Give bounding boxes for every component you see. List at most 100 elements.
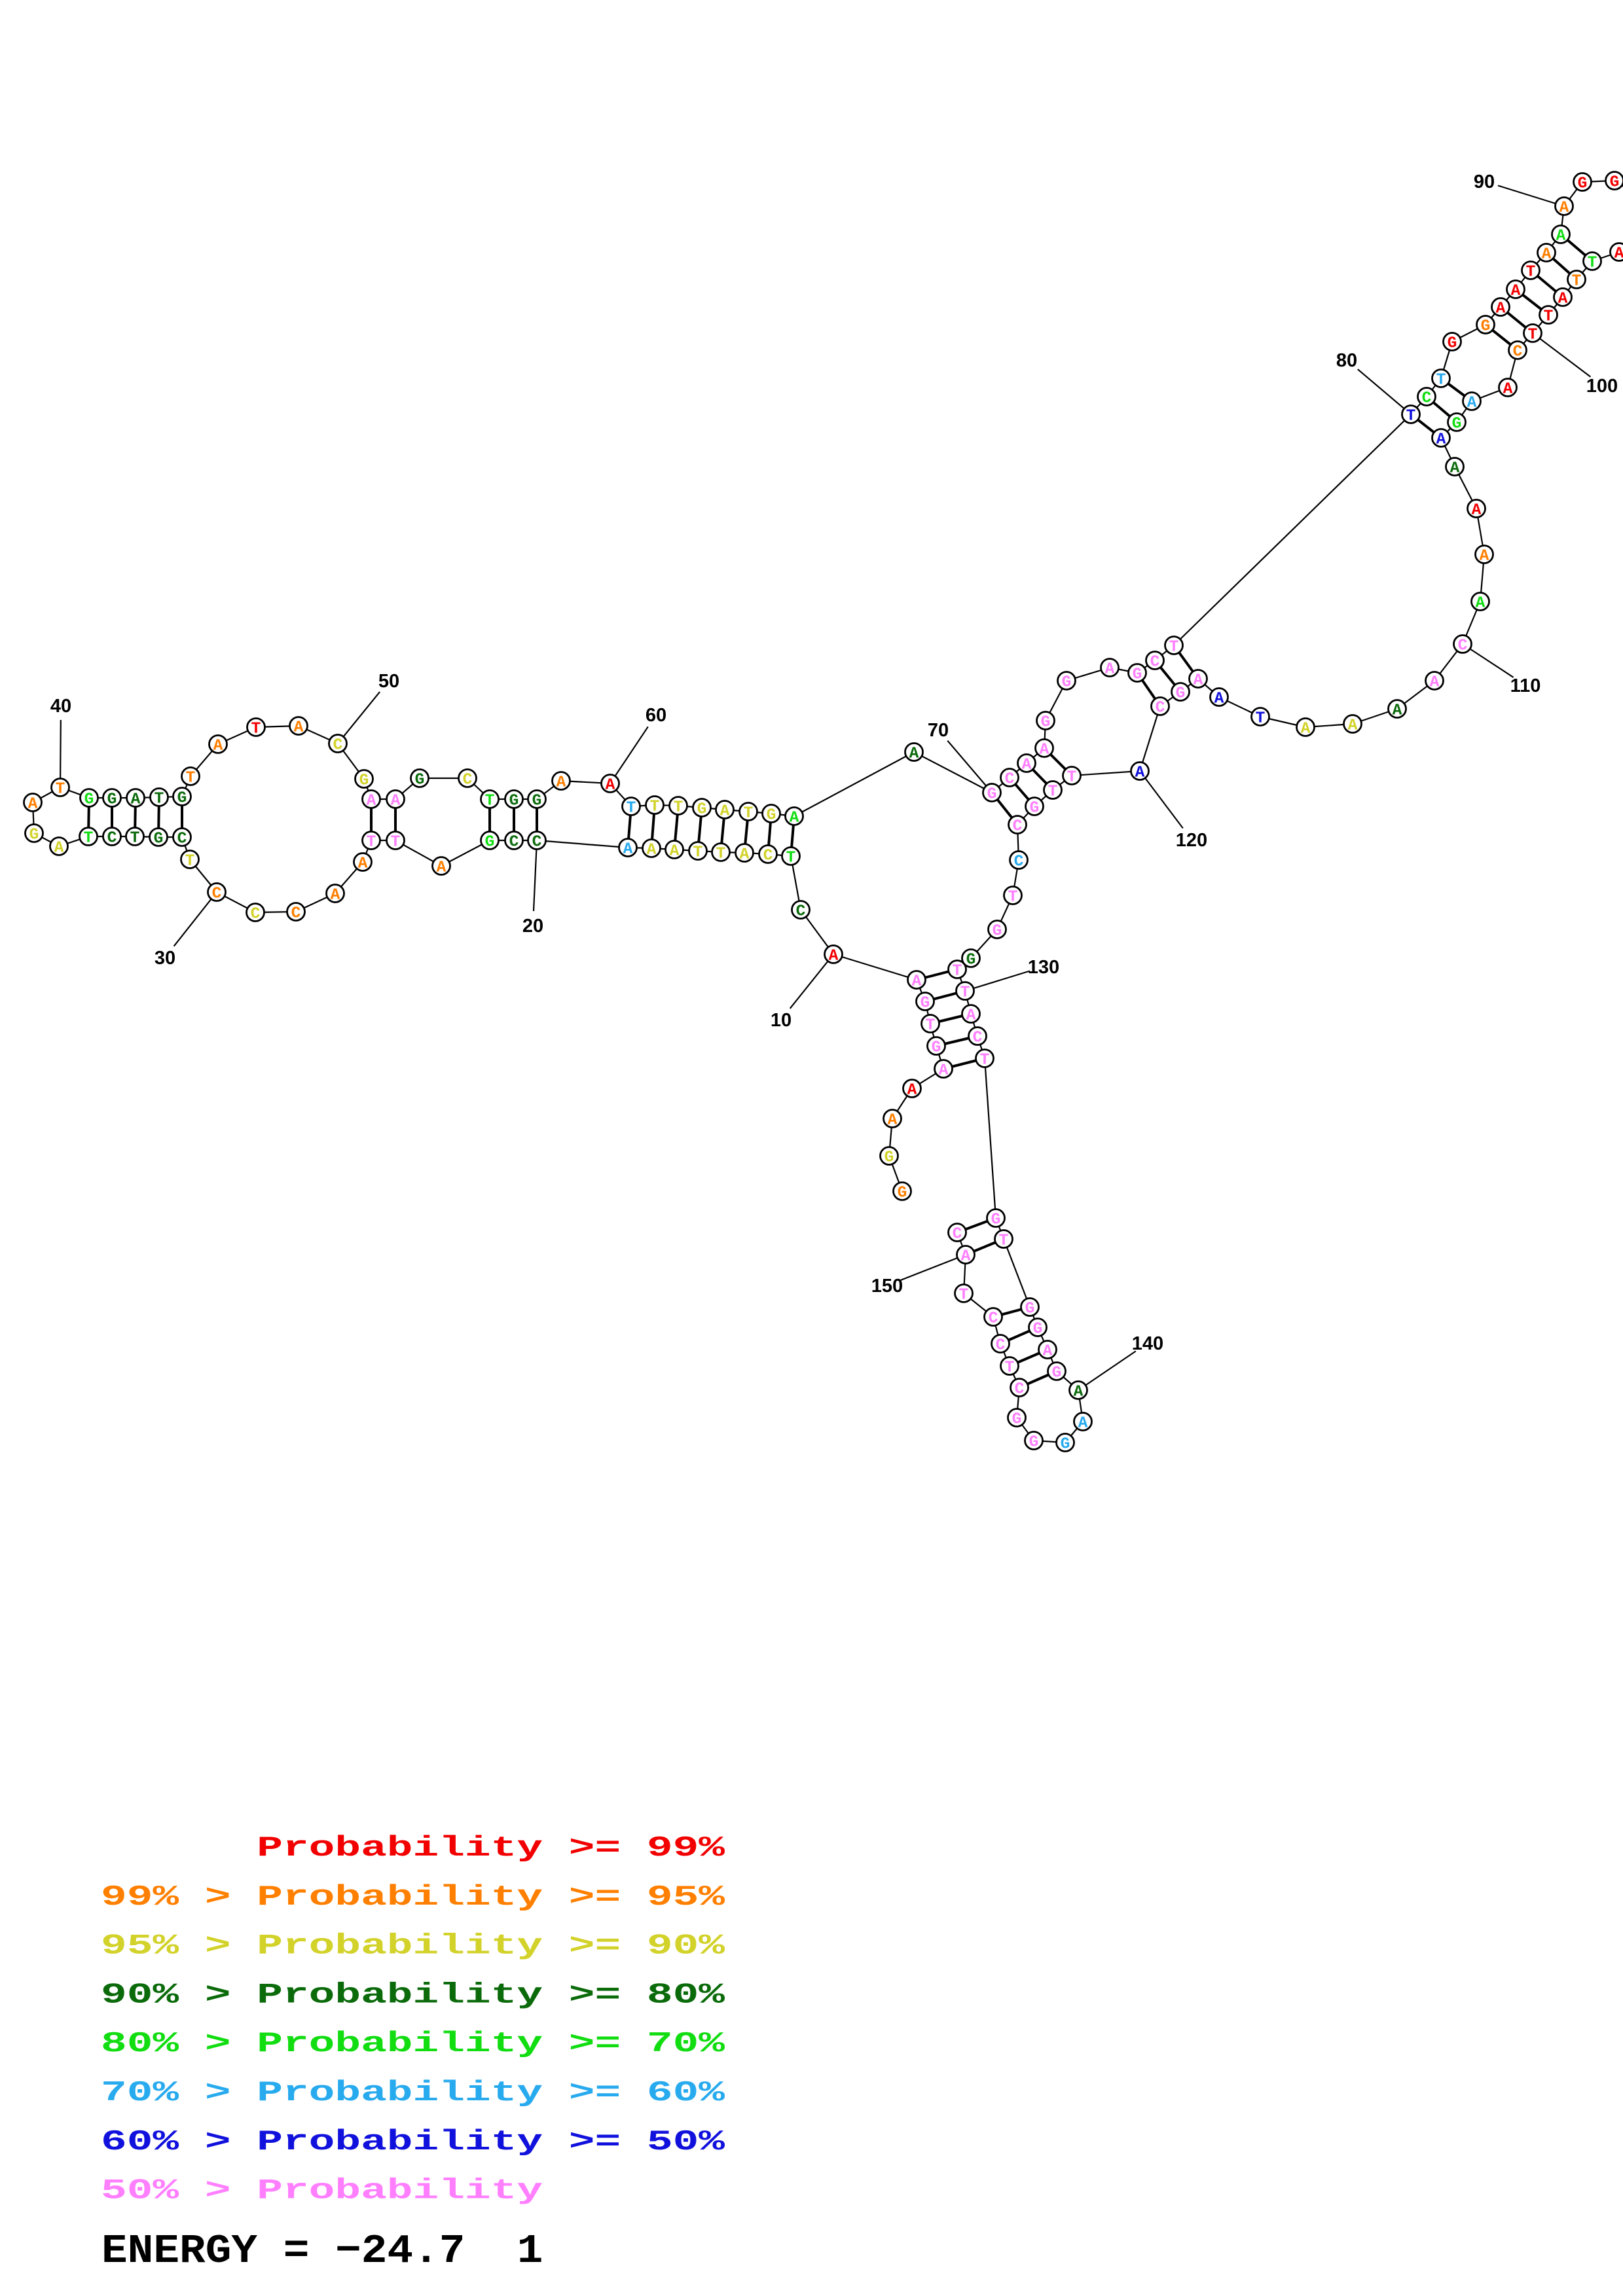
svg-text:A: A — [1450, 460, 1460, 478]
svg-text:T: T — [693, 844, 703, 862]
svg-text:A: A — [1436, 431, 1446, 449]
svg-text:T: T — [1005, 1359, 1015, 1377]
svg-text:G: G — [898, 1185, 907, 1202]
svg-text:G: G — [1041, 714, 1051, 732]
svg-text:C: C — [212, 886, 222, 903]
svg-text:A: A — [1043, 1343, 1053, 1361]
svg-text:G: G — [359, 772, 369, 790]
svg-text:T: T — [1406, 408, 1416, 425]
svg-text:A: A — [1476, 595, 1486, 613]
svg-text:A: A — [1614, 245, 1623, 263]
svg-text:G: G — [993, 923, 1002, 941]
svg-text:A: A — [1348, 717, 1358, 735]
svg-text:G: G — [1052, 1365, 1062, 1382]
svg-text:A: A — [1558, 291, 1568, 308]
svg-text:G: G — [1012, 1411, 1022, 1429]
svg-text:C: C — [532, 834, 542, 852]
svg-text:A: A — [790, 810, 799, 827]
svg-text:T: T — [185, 853, 195, 870]
svg-text:80: 80 — [1336, 350, 1357, 371]
svg-text:G: G — [1025, 1300, 1035, 1318]
svg-text:40: 40 — [50, 696, 71, 717]
svg-text:A: A — [1194, 672, 1203, 690]
svg-text:90% > Probability >= 80%: 90% > Probability >= 80% — [101, 1979, 725, 2011]
svg-text:T: T — [1588, 255, 1597, 272]
svg-text:G: G — [84, 791, 94, 809]
svg-text:99% > Probability >= 95%: 99% > Probability >= 95% — [101, 1880, 725, 1913]
svg-text:Probability >= 99%: Probability >= 99% — [101, 1831, 725, 1864]
svg-text:A: A — [54, 840, 64, 857]
svg-text:A: A — [1022, 757, 1032, 774]
svg-text:G: G — [921, 995, 930, 1013]
svg-text:90: 90 — [1474, 171, 1495, 192]
svg-text:G: G — [415, 772, 425, 789]
svg-text:T: T — [1256, 710, 1266, 728]
svg-text:A: A — [294, 719, 304, 737]
svg-text:A: A — [909, 745, 919, 763]
svg-text:T: T — [84, 830, 94, 848]
svg-text:T: T — [1067, 769, 1077, 787]
svg-text:A: A — [939, 1062, 949, 1080]
svg-text:T: T — [1528, 327, 1538, 344]
svg-text:C: C — [1422, 390, 1432, 408]
svg-text:A: A — [367, 793, 376, 810]
svg-text:A: A — [1135, 764, 1145, 782]
svg-text:70% > Probability >= 60%: 70% > Probability >= 60% — [101, 2076, 725, 2109]
svg-text:G: G — [1061, 1436, 1070, 1454]
svg-text:A: A — [1472, 502, 1482, 520]
svg-text:T: T — [926, 1017, 936, 1035]
svg-text:A: A — [1301, 721, 1311, 738]
svg-text:G: G — [884, 1149, 894, 1167]
svg-text:G: G — [1448, 335, 1457, 353]
svg-text:A: A — [1105, 661, 1115, 679]
svg-text:A: A — [1430, 674, 1440, 692]
svg-text:60% > Probability >= 50%: 60% > Probability >= 50% — [101, 2125, 725, 2158]
svg-text:20: 20 — [522, 916, 543, 937]
svg-text:C: C — [989, 1310, 998, 1328]
svg-text:G: G — [1133, 666, 1142, 684]
svg-text:T: T — [186, 770, 196, 787]
svg-text:80% > Probability >= 70%: 80% > Probability >= 70% — [101, 2027, 725, 2060]
svg-text:A: A — [1542, 246, 1552, 264]
svg-text:70: 70 — [928, 720, 949, 741]
svg-text:G: G — [1481, 318, 1491, 336]
svg-text:G: G — [767, 807, 776, 825]
svg-text:G: G — [1030, 800, 1040, 817]
svg-text:A: A — [1074, 1384, 1084, 1401]
svg-text:C: C — [177, 831, 187, 848]
svg-text:A: A — [966, 1007, 976, 1025]
svg-text:A: A — [1040, 742, 1049, 759]
svg-text:C: C — [796, 903, 806, 921]
svg-text:A: A — [907, 1082, 917, 1100]
svg-text:50: 50 — [378, 671, 399, 692]
svg-text:A: A — [670, 843, 680, 861]
svg-text:A: A — [1078, 1415, 1088, 1433]
svg-text:A: A — [1503, 381, 1513, 399]
svg-text:T: T — [959, 1287, 969, 1304]
svg-text:G: G — [932, 1039, 941, 1057]
svg-text:T: T — [367, 834, 376, 852]
svg-text:A: A — [213, 738, 223, 755]
svg-text:C: C — [973, 1030, 983, 1047]
svg-text:G: G — [987, 786, 997, 804]
svg-text:G: G — [1578, 175, 1588, 193]
svg-text:T: T — [391, 834, 401, 852]
svg-text:G: G — [485, 834, 495, 852]
svg-text:100: 100 — [1586, 376, 1618, 397]
svg-text:C: C — [763, 848, 773, 865]
svg-text:A: A — [131, 791, 141, 809]
svg-text:G: G — [1062, 674, 1072, 692]
svg-text:T: T — [627, 800, 636, 817]
svg-text:95% > Probability >= 90%: 95% > Probability >= 90% — [101, 1929, 725, 1962]
svg-text:A: A — [1467, 395, 1477, 412]
svg-text:A: A — [437, 859, 447, 877]
svg-text:T: T — [953, 963, 962, 980]
svg-text:C: C — [1513, 344, 1523, 361]
svg-text:T: T — [674, 799, 684, 817]
svg-text:150: 150 — [871, 1276, 903, 1297]
svg-text:T: T — [960, 984, 970, 1002]
svg-text:ENERGY = −24.7 1: ENERGY = −24.7 1 — [101, 2229, 543, 2275]
svg-text:T: T — [1008, 889, 1018, 906]
svg-text:T: T — [999, 1232, 1009, 1250]
svg-text:T: T — [485, 793, 495, 810]
